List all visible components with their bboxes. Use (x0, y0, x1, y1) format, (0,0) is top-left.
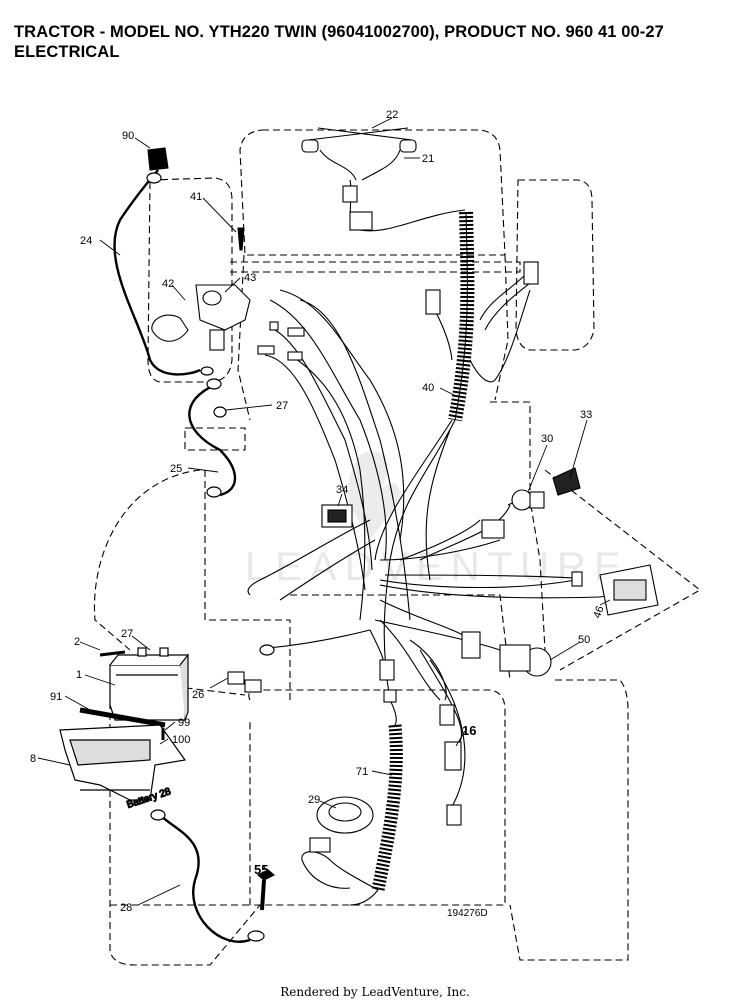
callout-42: 42 (162, 278, 174, 290)
connector-right-a (523, 261, 539, 285)
terminal-boot (151, 314, 189, 342)
terminal-b (257, 345, 275, 355)
callout-71: 71 (356, 766, 368, 778)
callout-99: 99 (178, 717, 190, 729)
callout-91: 91 (50, 691, 62, 703)
terminal-c (269, 321, 279, 331)
plug-center-low (379, 659, 395, 681)
callout-33: 33 (580, 409, 592, 421)
title-line-section: ELECTRICAL (14, 43, 120, 61)
terminal-d (287, 351, 303, 361)
callouts: 90 41 24 42 43 27 25 22 21 40 33 30 34 4… (30, 109, 607, 919)
headlight-right (399, 139, 417, 153)
callout-28: 28 (120, 902, 132, 914)
callout-90: 90 (122, 130, 134, 142)
wiring-harness (247, 149, 621, 906)
bolt-55 (256, 869, 276, 881)
relay-16 (444, 741, 462, 771)
callout-26: 26 (192, 689, 204, 701)
diagram-reference: 194276D (447, 908, 488, 919)
headlight-left (301, 139, 319, 153)
plug-lower (439, 704, 455, 726)
headlight-connector (342, 185, 358, 203)
solenoid-post (209, 329, 225, 351)
cable-end-90 (147, 147, 169, 171)
harness-plug-front (349, 211, 373, 231)
components (147, 127, 659, 853)
callout-100: 100 (172, 734, 190, 746)
callout-43: 43 (244, 272, 256, 284)
callout-25: 25 (170, 463, 182, 475)
switch-33 (552, 467, 581, 496)
callout-30: 30 (541, 433, 553, 445)
plug-right-mid (571, 571, 583, 587)
rear-conduit-71 (371, 724, 403, 892)
plug-center-low2 (383, 689, 397, 703)
callout-46: 46 (591, 604, 606, 620)
plug-rear (446, 804, 462, 826)
starter-solenoid (195, 284, 251, 331)
bolt-2 (99, 650, 126, 657)
callout-29: 29 (308, 794, 320, 806)
page-title: TRACTOR - MODEL NO. YTH220 TWIN (9604100… (14, 22, 664, 62)
title-line-model: TRACTOR - MODEL NO. YTH220 TWIN (9604100… (14, 23, 664, 41)
callout-16: 16 (462, 723, 476, 738)
battery-assembly: Battery 28 (59, 647, 276, 911)
cable-rings (146, 172, 275, 942)
ring-terminal-26a (227, 671, 245, 685)
ring-terminal-26b (244, 679, 262, 693)
strap-91 (79, 707, 166, 728)
connector-right-b (425, 289, 441, 315)
callout-27-battery: 27 (121, 628, 133, 640)
callout-40: 40 (422, 382, 434, 394)
plug-multi (461, 631, 481, 659)
callout-34: 34 (336, 484, 348, 496)
callout-55: 55 (254, 862, 268, 877)
callout-24: 24 (80, 235, 92, 247)
plug-center (481, 519, 505, 539)
callout-21: 21 (422, 153, 434, 165)
footer-credit: Rendered by LeadVenture, Inc. (280, 985, 470, 999)
callout-1: 1 (76, 669, 82, 681)
callout-41: 41 (190, 191, 202, 203)
leader-lines (37, 117, 611, 906)
callout-27-top: 27 (276, 400, 288, 412)
battery-1 (109, 664, 186, 721)
battery-cables (113, 169, 251, 943)
callout-50: 50 (578, 634, 590, 646)
callout-2: 2 (74, 636, 80, 648)
callout-8: 8 (30, 753, 36, 765)
terminal-a (287, 327, 305, 337)
ignition-switch (511, 489, 533, 511)
screw-41 (237, 227, 245, 251)
callout-22: 22 (386, 109, 398, 121)
main-conduit-40 (448, 211, 475, 422)
